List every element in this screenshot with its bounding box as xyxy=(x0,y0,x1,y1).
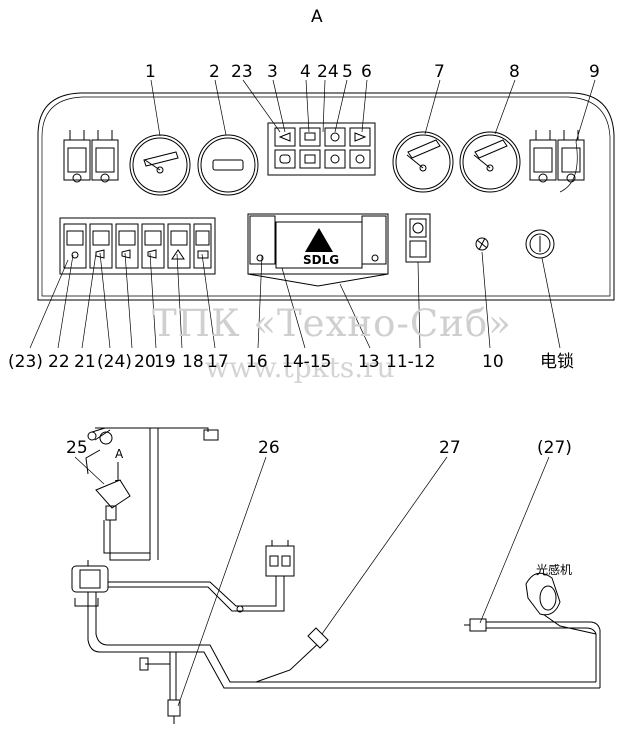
rocker-switch-row xyxy=(59,217,216,275)
right-upper-switches xyxy=(529,130,585,183)
callout-27: 27 xyxy=(439,438,461,458)
callout-10: 10 xyxy=(482,352,504,372)
callout-25: 25 xyxy=(66,438,88,458)
gauge-7 xyxy=(392,131,454,193)
view-label: A xyxy=(311,7,323,27)
callout-6: 6 xyxy=(361,62,372,82)
sdlg-logo-mark xyxy=(305,228,333,252)
instrument-panel-inner-outline xyxy=(41,96,611,297)
watermark-line2: www.tpkts.ru xyxy=(205,351,395,384)
leader-lines-bottom xyxy=(29,251,561,349)
instrument-panel-outline xyxy=(37,92,615,301)
callout-23-paren: (23) xyxy=(8,352,43,372)
callout-11-12: 11-12 xyxy=(386,352,435,372)
callout-24-paren: (24) xyxy=(97,352,132,372)
callout-19: 19 xyxy=(154,352,176,372)
knob-10 xyxy=(475,237,489,251)
leader-lines-harness xyxy=(74,456,550,707)
callout-5: 5 xyxy=(342,62,353,82)
callout-27-paren: (27) xyxy=(537,438,572,458)
callout-3: 3 xyxy=(267,62,278,82)
sensor-label: 光感机 xyxy=(536,562,572,577)
left-upper-switches xyxy=(63,130,119,183)
callout-22: 22 xyxy=(48,352,70,372)
callout-24: 24 xyxy=(317,62,339,82)
indicator-light-cluster xyxy=(267,122,376,176)
callout-26: 26 xyxy=(258,438,280,458)
wiring-harness: 光感机 xyxy=(71,427,601,724)
watermark-line1: ТПК «Техно-Сиб» xyxy=(152,302,512,345)
gauge-1 xyxy=(129,134,191,196)
callout-21: 21 xyxy=(74,352,96,372)
callout-17: 17 xyxy=(207,352,229,372)
switch-11-12 xyxy=(405,213,431,263)
callout-14-15: 14-15 xyxy=(282,352,331,372)
leader-lines-top xyxy=(150,79,596,193)
callout-9: 9 xyxy=(589,62,600,82)
callout-4: 4 xyxy=(300,62,311,82)
ignition-lock xyxy=(525,229,555,259)
view-arrow-label: A xyxy=(115,447,124,461)
callout-23: 23 xyxy=(231,62,253,82)
callout-7: 7 xyxy=(434,62,445,82)
callout-1: 1 xyxy=(145,62,156,82)
gauge-2 xyxy=(197,134,259,196)
callout-8: 8 xyxy=(509,62,520,82)
panel-logo: SDLG xyxy=(303,253,339,267)
callout-2: 2 xyxy=(209,62,220,82)
callout-20: 20 xyxy=(134,352,156,372)
callout-13: 13 xyxy=(358,352,380,372)
callout-18: 18 xyxy=(182,352,204,372)
callout-16: 16 xyxy=(246,352,268,372)
callout-ignition-lock: 电锁 xyxy=(540,352,574,372)
gauge-8 xyxy=(459,131,521,193)
center-display-unit: SDLG xyxy=(247,213,389,287)
